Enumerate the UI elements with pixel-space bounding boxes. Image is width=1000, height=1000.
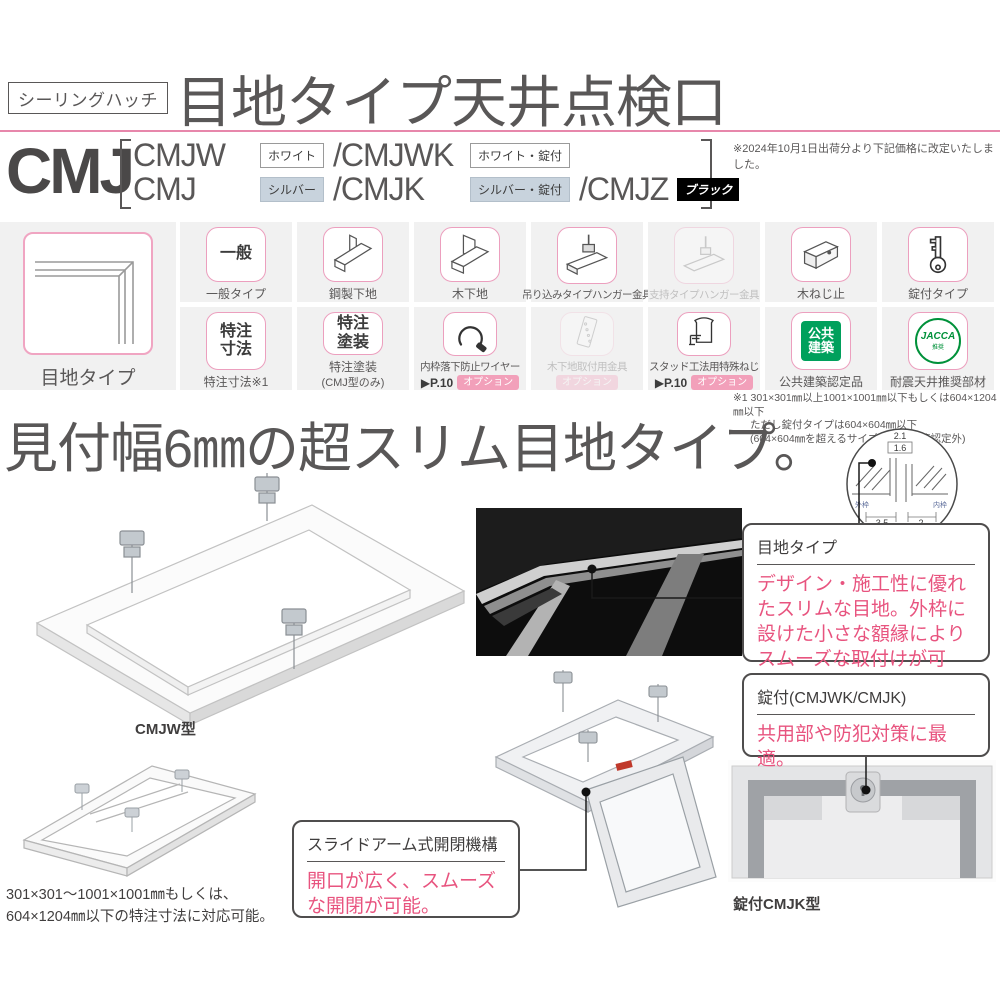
- joint-type-sample-tile: 目地タイプ: [0, 222, 176, 390]
- general-type-icon: 一般: [206, 227, 266, 282]
- callout-body: 共用部や防犯対策に最適。: [757, 724, 948, 771]
- option-badge: オプション: [556, 375, 618, 390]
- model-code: CMJ: [133, 170, 197, 207]
- model-code: /CMJK: [333, 170, 425, 207]
- dim-2-1: 2.1: [894, 431, 907, 441]
- option-badge: オプション: [691, 375, 754, 390]
- feature-tile-custom-size: 特注 寸法 特注寸法※1: [180, 307, 292, 390]
- feature-tile-custom-paint: 特注 塗装 特注塗装 (CMJ型のみ): [297, 307, 409, 390]
- model-code: CMJW: [133, 136, 226, 173]
- callout-divider: [757, 564, 975, 565]
- color-badge-silver-lock: シルバー・錠付: [470, 176, 571, 202]
- feature-tile-lock-type: 錠付タイプ: [882, 222, 994, 302]
- feature-tile-wood-base: 木下地: [414, 222, 526, 302]
- callout-body: デザイン・施工性に優れたスリムな目地。外枠に設けた小さな額縁によりスムーズな取付…: [757, 574, 967, 695]
- steel-base-icon: [323, 227, 383, 282]
- lock-closeup-photo: [728, 760, 996, 887]
- callout-title: 目地タイプ: [757, 540, 838, 557]
- color-badge-white-lock: ホワイト・錠付: [470, 142, 571, 168]
- color-badge-white: ホワイト: [260, 142, 325, 168]
- model-code: /CMJWK: [333, 136, 454, 173]
- model-row-white: CMJW ホワイト /CMJWK ホワイト・錠付: [133, 137, 739, 173]
- custom-size-note: 301×301〜1001×1001㎜もしくは、 604×1204㎜以下の特注寸法…: [6, 887, 274, 926]
- callout-divider: [757, 714, 975, 715]
- key-icon: [908, 227, 968, 282]
- page-reference: ▶P.10: [420, 375, 454, 390]
- callout-slide-arm: スライドアーム式開閉機構 開口が広く、スムーズな開閉が可能。: [292, 820, 520, 918]
- callout-title: 錠付(CMJWK/CMJK): [757, 690, 907, 707]
- model-code: /CMJZ: [579, 170, 669, 207]
- callout-lock: 錠付(CMJWK/CMJK) 共用部や防犯対策に最適。: [742, 673, 990, 770]
- public-building-icon: 公共 建築: [791, 312, 851, 370]
- category-badge: シーリングハッチ: [8, 82, 168, 114]
- sample-label: 目地タイプ: [40, 368, 136, 389]
- feature-tile-fall-prevention-wire: 内枠落下防止ワイヤー ▶P.10 オプション: [414, 307, 526, 390]
- wood-base-icon: [440, 227, 500, 282]
- callout-title: スライドアーム式開閉機構: [307, 837, 498, 854]
- price-revision-note: ※2024年10月1日出荷分より下記価格に改定いたしました。: [733, 143, 994, 171]
- jacca-icon: JACCA 推奨: [908, 312, 968, 370]
- joint-closeup-photo: [476, 508, 742, 661]
- label-outer-frame: 外枠: [855, 500, 869, 509]
- page-title: 目地タイプ天井点検口: [176, 71, 727, 134]
- color-badge-black: ブラック: [677, 177, 740, 201]
- custom-size-icon: 特注 寸法: [206, 312, 266, 370]
- support-hanger-icon: [674, 227, 734, 284]
- bracket-right: [701, 139, 712, 209]
- model-variants-group: CMJW ホワイト /CMJWK ホワイト・錠付 CMJ シルバー /CMJK …: [120, 137, 740, 209]
- model-row-silver: CMJ シルバー /CMJK シルバー・錠付 /CMJZ ブラック: [133, 171, 740, 207]
- callout-divider: [307, 861, 505, 862]
- bracket-left: [120, 139, 131, 209]
- cmjw-product-photo: [12, 473, 477, 733]
- feature-tile-stud-special-screw: スタッド工法用特殊ねじ ▶P.10 オプション: [648, 307, 760, 390]
- open-hatch-photo: [468, 662, 733, 917]
- joint-corner-drawing: [23, 232, 153, 355]
- special-screw-icon: [677, 312, 731, 356]
- color-badge-silver: シルバー: [260, 176, 325, 202]
- hanging-hanger-icon: [557, 227, 617, 284]
- feature-tile-general: 一般 一般タイプ: [180, 222, 292, 302]
- header-divider: [0, 130, 1000, 132]
- headline: 見付幅6㎜の超スリム目地タイプ。: [4, 419, 827, 479]
- feature-tile-support-hanger: 支持タイプハンガー金具: [648, 222, 760, 302]
- page-reference: ▶P.10: [654, 375, 688, 390]
- mounting-bracket-icon: [560, 312, 614, 356]
- callout-body: 開口が広く、スムーズな開閉が可能。: [307, 871, 497, 918]
- frame-corner-icon: [35, 260, 134, 344]
- cmjk-caption: 錠付CMJK型: [733, 896, 821, 913]
- label-inner-frame: 内枠: [933, 500, 947, 509]
- category-badge-label: シーリングハッチ: [18, 90, 158, 110]
- feature-tile-wood-base-bracket: 木下地取付用金具 オプション: [531, 307, 643, 390]
- wood-screw-icon: [791, 227, 851, 282]
- feature-tile-steel-base: 鋼製下地: [297, 222, 409, 302]
- callout-joint-type: 目地タイプ デザイン・施工性に優れたスリムな目地。外枠に設けた小さな額縁によりス…: [742, 523, 990, 695]
- dim-1-6: 1.6: [894, 443, 907, 453]
- feature-tile-hanging-hanger: 吊り込みタイプハンガー金具: [522, 222, 653, 302]
- wire-icon: [443, 312, 497, 356]
- series-code: CMJ: [6, 135, 135, 207]
- cmjw-caption: CMJW型: [135, 721, 196, 738]
- feature-tile-seismic-ceiling: JACCA 推奨 耐震天井推奨部材: [882, 307, 994, 390]
- feature-tile-wood-screw: 木ねじ止: [765, 222, 877, 302]
- option-badge: オプション: [457, 375, 520, 390]
- custom-size-frame-photo: [12, 752, 267, 889]
- feature-tile-public-building: 公共 建築 公共建築認定品: [765, 307, 877, 390]
- custom-paint-icon: 特注 塗装: [323, 312, 383, 355]
